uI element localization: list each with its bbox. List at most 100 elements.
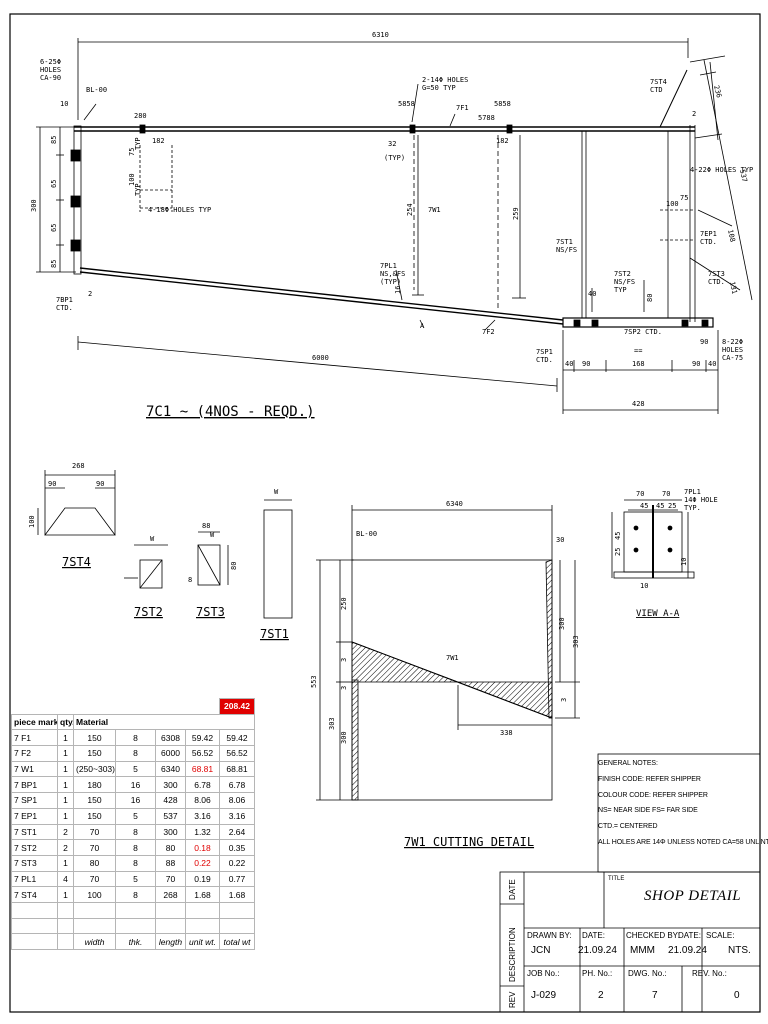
dim-537: 537 bbox=[738, 169, 748, 183]
st2-w: W bbox=[150, 535, 155, 543]
cut-250: 250 bbox=[340, 597, 348, 610]
st4-h: 100 bbox=[28, 515, 36, 528]
bom-cell: 8 bbox=[115, 729, 156, 747]
bom-cell: 7 F1 bbox=[11, 729, 58, 747]
dim-100: 100 bbox=[128, 173, 136, 186]
tb-checked-by: MMM bbox=[630, 945, 655, 956]
bom-cell: 68.81 bbox=[219, 760, 255, 778]
dim-5788: 5788 bbox=[478, 114, 495, 122]
tb-drawn-by-label: DRAWN BY: bbox=[527, 931, 572, 940]
bom-cell: 6340 bbox=[155, 760, 186, 778]
bom-cell: 3.16 bbox=[185, 807, 220, 825]
bom-cell: 0.22 bbox=[219, 854, 255, 872]
label-7st3: 7ST3 bbox=[708, 270, 725, 278]
bom-cell: 1.32 bbox=[185, 823, 220, 841]
dim-5858a: 5858 bbox=[398, 100, 415, 108]
dim-2b: 2 bbox=[692, 110, 696, 118]
label-7w1: 7W1 bbox=[428, 206, 441, 214]
label-7sp1-b: CTD. bbox=[536, 356, 553, 364]
dim-236: 236 bbox=[712, 84, 723, 98]
cut-6340: 6340 bbox=[446, 500, 463, 508]
label-7st1-b: NS/FS bbox=[556, 246, 577, 254]
dim-254: 254 bbox=[406, 203, 414, 216]
bom-cell: 0.35 bbox=[219, 839, 255, 856]
dim-eq: == bbox=[634, 347, 642, 355]
tb-scale-label: SCALE: bbox=[706, 931, 735, 940]
tb-drawn-by: JCN bbox=[531, 945, 551, 956]
dim-259: 259 bbox=[512, 207, 520, 220]
bom-cell: 6.78 bbox=[185, 776, 220, 794]
bom-footer-total-wt: total wt bbox=[219, 933, 255, 950]
view-45a: 45 bbox=[640, 502, 648, 510]
label-7st4-b: CTD bbox=[650, 86, 663, 94]
bom-cell: 150 bbox=[73, 807, 116, 825]
view-70b: 70 bbox=[662, 490, 670, 498]
dim-90b: 90 bbox=[692, 360, 700, 368]
cut-303a: 303 bbox=[328, 717, 336, 730]
label-7f2: 7F2 bbox=[482, 328, 495, 336]
bom-cell: 3.16 bbox=[219, 807, 255, 825]
dim-131: 131 bbox=[728, 281, 738, 295]
bom-cell: 7 F2 bbox=[11, 745, 58, 762]
dim-40b: 40 bbox=[708, 360, 716, 368]
dim-280: 280 bbox=[134, 112, 147, 120]
dim-typ1: TYP bbox=[134, 137, 142, 150]
main-title: 7C1 ~ (4NOS - REQD.) bbox=[146, 404, 315, 420]
general-notes: GENERAL NOTES: FINISH CODE: REFER SHIPPE… bbox=[598, 756, 768, 851]
bom-cell: 1 bbox=[57, 776, 74, 794]
dim-6310: 6310 bbox=[372, 31, 389, 39]
tb-job-label: JOB No.: bbox=[527, 969, 560, 978]
dim-428: 428 bbox=[632, 400, 645, 408]
label-7st2-c: TYP bbox=[614, 286, 627, 294]
bom-cell: 7 SP1 bbox=[11, 792, 58, 809]
tb-date-label: DATE bbox=[508, 879, 517, 900]
bom-cell: 0.22 bbox=[185, 854, 220, 872]
notes-line: ALL HOLES ARE 14Φ UNLESS NOTED CA=58 UNL… bbox=[598, 838, 768, 846]
cut-3a: 3 bbox=[340, 658, 348, 662]
bom-cell: 59.42 bbox=[219, 729, 255, 747]
st3-88: 88 bbox=[202, 522, 210, 530]
view-title: VIEW A-A bbox=[636, 609, 680, 619]
tb-date1: 21.09.24 bbox=[578, 945, 617, 956]
view-45b: 45 bbox=[656, 502, 664, 510]
dim-10: 10 bbox=[60, 100, 68, 108]
label-holes6c: CA-90 bbox=[40, 74, 61, 82]
dim-typ2: TYP bbox=[134, 183, 142, 196]
cut-303b: 303 bbox=[572, 635, 580, 648]
label-7sp1: 7SP1 bbox=[536, 348, 553, 356]
bom-cell: 8.06 bbox=[219, 792, 255, 809]
dim-85b: 85 bbox=[50, 260, 58, 268]
dim-65a: 65 bbox=[50, 180, 58, 188]
dim-32: 32 bbox=[388, 140, 396, 148]
detail-7st3 bbox=[197, 531, 229, 586]
dim-5858b: 5858 bbox=[494, 100, 511, 108]
label-holes2: 2-14Φ HOLES bbox=[422, 76, 468, 84]
bom-cell: 80 bbox=[155, 839, 186, 856]
bom-cell: 180 bbox=[73, 776, 116, 794]
tb-ph: 2 bbox=[598, 990, 604, 1001]
view-a-a bbox=[611, 499, 695, 579]
label-7st3-b: CTD. bbox=[708, 278, 725, 286]
label-7st4: 7ST4 bbox=[650, 78, 667, 86]
label-holes6b: HOLES bbox=[40, 66, 61, 74]
bom-cell: 6308 bbox=[155, 729, 186, 747]
view-holes: 14Φ HOLE bbox=[684, 496, 718, 504]
label-7bp1-b: CTD. bbox=[56, 304, 73, 312]
bom-cell: 0.19 bbox=[185, 870, 220, 888]
bom-cell: 7 BP1 bbox=[11, 776, 58, 794]
bom-cell: 70 bbox=[155, 870, 186, 888]
label-holes2b: G=50 TYP bbox=[422, 84, 456, 92]
tb-dwg: 7 bbox=[652, 990, 658, 1001]
label-8holes-b: HOLES bbox=[722, 346, 743, 354]
bom-cell: 8 bbox=[115, 823, 156, 841]
view-25: 25 bbox=[668, 502, 676, 510]
bom-cell: 6000 bbox=[155, 745, 186, 762]
notes-line: CTD.= CENTERED bbox=[598, 823, 658, 831]
label-7f1: 7F1 bbox=[456, 104, 469, 112]
view-10b: 10 bbox=[680, 558, 688, 566]
bom-cell: 5 bbox=[115, 807, 156, 825]
